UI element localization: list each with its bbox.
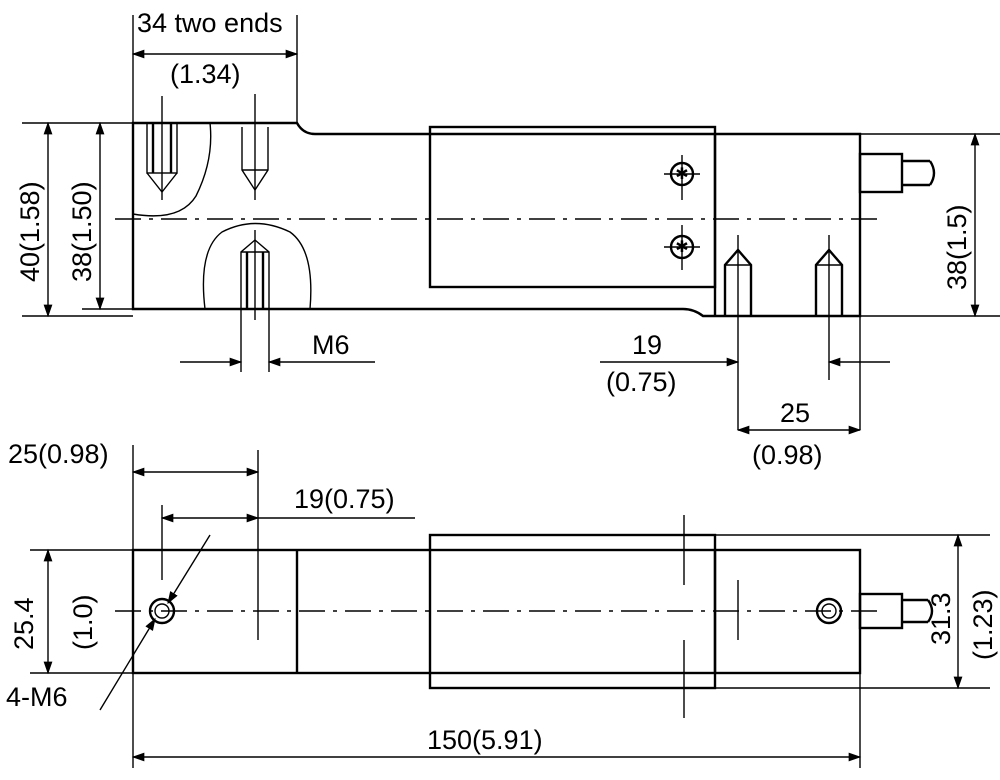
- dim-19-top-label: 19(0.75): [294, 484, 395, 514]
- side-hidden-hole-right-1: [723, 235, 753, 430]
- side-view: ✱ ✱: [15, 8, 1000, 470]
- dim-height-right-label: 38(1.5): [942, 204, 972, 290]
- dim-width-top-label: 25.4: [9, 597, 39, 650]
- dim-19-side-label: 19: [632, 330, 662, 360]
- top-view: 4-M6 25(0.98) 19(0.75) 25.4 (1.0) 31.3: [6, 439, 998, 768]
- top-hole-left: [148, 597, 176, 625]
- dim-right-top: 31.3 (1.23): [715, 533, 998, 690]
- dim-25-side: 25 (0.98): [736, 398, 862, 470]
- side-hidden-hole-right-2: [814, 235, 844, 380]
- top-cable: [858, 592, 934, 630]
- side-thread-hole-bottom: [240, 230, 270, 320]
- dim-top-width-label: 34 two ends: [137, 8, 283, 38]
- dim-height-right: 38(1.5): [860, 132, 1000, 318]
- dim-thread-m6-label: M6: [312, 330, 350, 360]
- side-section-hatch-top: [132, 122, 212, 217]
- dim-25-top: 25(0.98): [8, 439, 260, 550]
- dim-25-top-label: 25(0.98): [8, 439, 109, 469]
- dim-top-width: 34 two ends (1.34): [131, 8, 299, 123]
- side-cable: [858, 152, 936, 194]
- side-section-hatch-bottom: [202, 222, 312, 310]
- side-gauge-cover: [428, 125, 717, 289]
- side-screw-upper: ✱: [664, 155, 700, 200]
- side-screw-lower: ✱: [664, 225, 700, 270]
- dim-holes-label: 4-M6: [6, 682, 68, 712]
- dim-19-side: 19 (0.75): [600, 330, 890, 397]
- dim-length-top: 150(5.91): [131, 673, 862, 768]
- dim-19-side-label-inch: (0.75): [606, 367, 677, 397]
- dim-width-top: 25.4 (1.0): [9, 548, 133, 675]
- dim-right-top-label: 31.3: [926, 592, 956, 645]
- dim-height-40: 40(1.58): [15, 121, 133, 318]
- dim-19-top: 19(0.75): [160, 484, 415, 523]
- top-hole-right: [815, 597, 843, 625]
- dim-thread-m6: M6: [180, 309, 375, 372]
- dim-top-width-label-inch: (1.34): [170, 59, 241, 89]
- dim-height-40-label: 40(1.58): [15, 181, 45, 282]
- dim-25-side-label: 25: [780, 398, 810, 428]
- dim-length-top-label: 150(5.91): [427, 725, 543, 755]
- dim-25-side-label-inch: (0.98): [752, 440, 823, 470]
- dim-width-top-label-inch: (1.0): [68, 594, 98, 650]
- dim-height-38-label: 38(1.50): [67, 181, 97, 282]
- dim-right-top-label-inch: (1.23): [968, 589, 998, 660]
- dim-height-38: 38(1.50): [67, 121, 133, 311]
- side-thread-hole-top: [146, 96, 178, 200]
- side-hidden-hole-top: [241, 94, 269, 200]
